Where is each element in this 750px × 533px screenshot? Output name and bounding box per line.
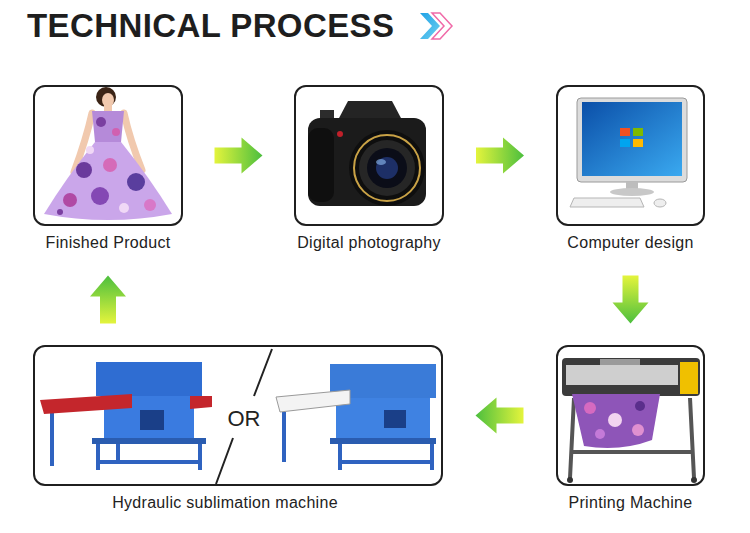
title-chevron <box>418 11 454 41</box>
computer <box>610 188 654 196</box>
dress-figure <box>57 209 63 215</box>
dress-figure <box>96 87 116 107</box>
printer <box>680 362 698 394</box>
heat-press <box>92 438 206 444</box>
camera <box>308 101 426 206</box>
camera <box>338 101 402 120</box>
diagram-title: TECHNICAL PROCESS <box>27 8 394 44</box>
camera <box>308 118 426 206</box>
box-label: Digital photography <box>297 233 441 252</box>
dress-figure <box>119 203 129 213</box>
heat-press <box>190 396 212 409</box>
computer <box>620 128 630 136</box>
camera <box>359 140 415 196</box>
flow-arrow <box>476 138 524 174</box>
computer <box>577 98 687 182</box>
heat-press <box>330 438 436 444</box>
dress-figure <box>76 162 92 178</box>
dress-figure <box>112 128 120 136</box>
printer <box>572 394 660 448</box>
process-box: Digital photography <box>294 85 444 226</box>
camera <box>354 135 420 201</box>
box-label: Computer design <box>567 233 693 252</box>
computer <box>633 128 643 136</box>
heat-press <box>140 410 164 430</box>
computer <box>654 199 666 207</box>
process-box: Computer design <box>556 85 705 226</box>
dress-figure <box>91 187 109 205</box>
printer <box>566 365 678 385</box>
dress-figure <box>92 111 124 142</box>
heat-press <box>96 362 202 396</box>
heat-press <box>40 394 132 414</box>
camera <box>349 130 425 206</box>
process-box: ORHydraulic sublimation machine <box>33 345 443 486</box>
box-label: Printing Machine <box>569 493 693 512</box>
title-chevron <box>420 13 440 39</box>
camera <box>367 148 407 188</box>
inner-text: OR <box>226 407 263 431</box>
dress-figure <box>86 146 94 154</box>
camera <box>376 157 398 179</box>
title-chevron <box>432 13 452 39</box>
heat-press <box>276 390 350 412</box>
dress-figure <box>103 158 117 172</box>
printer <box>600 359 640 365</box>
printer <box>584 402 596 414</box>
printer <box>595 429 605 439</box>
computer <box>620 139 630 147</box>
printer <box>632 424 644 436</box>
process-box: Finished Product <box>33 85 183 226</box>
dress-figure <box>63 193 77 207</box>
divider-line <box>216 349 272 484</box>
printer <box>608 413 622 427</box>
computer <box>633 139 643 147</box>
dress-figure <box>96 117 106 127</box>
printer <box>567 477 573 483</box>
heat-press <box>276 364 436 470</box>
printer <box>691 477 697 483</box>
dress-figure <box>102 93 114 107</box>
flow-arrow <box>476 398 524 434</box>
dress-figure <box>44 87 172 220</box>
flow-arrow <box>90 276 126 324</box>
box-label: Hydraulic sublimation machine <box>112 493 338 512</box>
heat-press <box>384 410 406 428</box>
divider-line <box>216 349 272 484</box>
camera <box>308 128 334 202</box>
printer <box>562 358 700 396</box>
computer <box>570 98 687 207</box>
printer <box>635 401 645 411</box>
heat-press <box>40 362 212 470</box>
box-label: Finished Product <box>46 233 171 252</box>
flow-arrow <box>215 138 263 174</box>
camera <box>337 131 343 137</box>
dress-figure <box>44 142 172 220</box>
flow-arrow <box>613 276 649 324</box>
camera <box>320 110 334 119</box>
dress-figure <box>127 173 145 191</box>
computer <box>570 198 644 207</box>
computer <box>582 102 682 176</box>
process-box: Printing Machine <box>556 345 705 486</box>
camera <box>376 159 386 165</box>
printer <box>562 358 700 483</box>
dress-figure <box>144 199 156 211</box>
